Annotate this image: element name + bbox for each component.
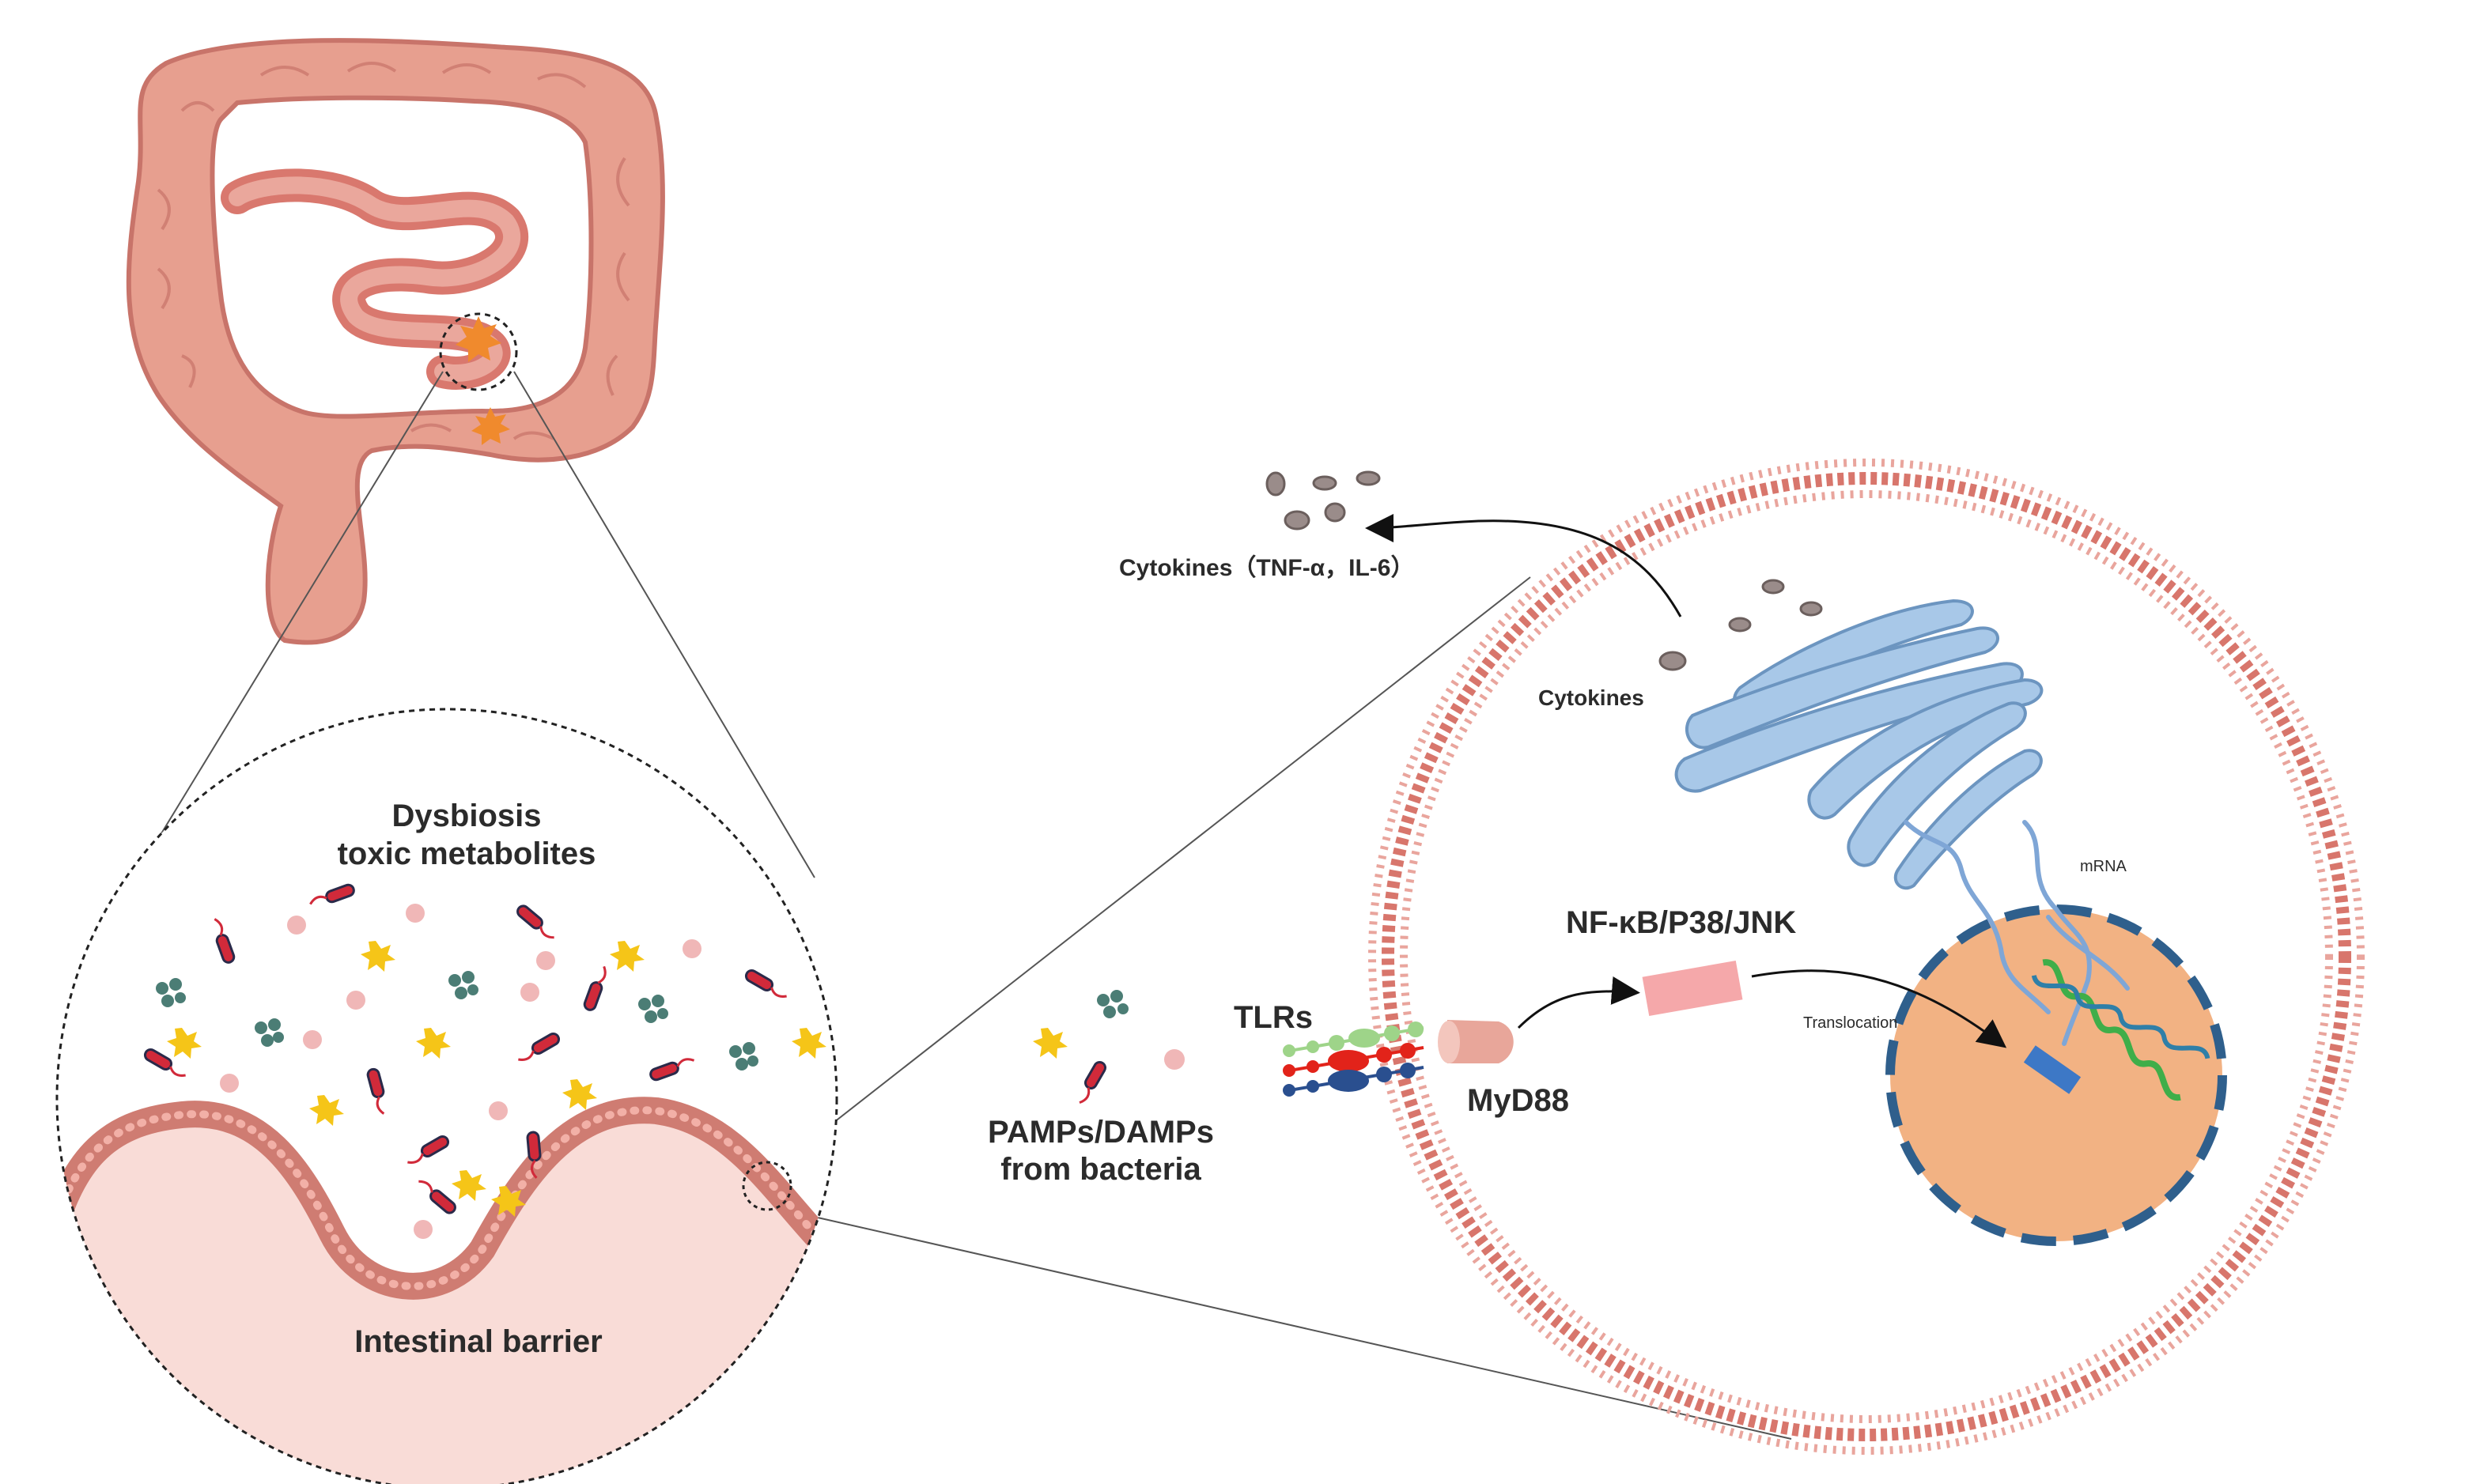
- golgi-apparatus: [1674, 599, 2044, 890]
- pink-particles: [220, 904, 701, 1239]
- nfkb-label: NF-κB/P38/JNK: [1566, 905, 1796, 940]
- outer-cytokines: [1265, 470, 1381, 531]
- zoom-source-circle: [439, 312, 518, 391]
- lesion-icon: [456, 316, 510, 445]
- intestinal-barrier-label: Intestinal barrier: [354, 1324, 602, 1359]
- pamps-label: PAMPs/DAMPs: [988, 1115, 1214, 1150]
- barrier-focus-circle: [742, 1161, 792, 1211]
- dna-helix: [2023, 959, 2210, 1101]
- cytokines-inner-label: Cytokines: [1538, 685, 1644, 710]
- myd88: MyD88: [1438, 1020, 1569, 1118]
- translocation-label: Translocation: [1803, 1014, 1897, 1032]
- mrna-strands: [1904, 820, 2130, 1046]
- tlr-receptors: TLRs: [1234, 1000, 1424, 1097]
- intestine-zoom: Dysbiosis toxic metabolites Intestinal b…: [55, 708, 838, 1484]
- cytokine-secretion-arrow: [1365, 513, 1682, 617]
- toxin-particles: [167, 941, 826, 1217]
- large-intestine: [126, 38, 665, 645]
- dysbiosis-label: Dysbiosis: [392, 799, 542, 833]
- bacteria-cluster: [143, 883, 787, 1214]
- myd88-label: MyD88: [1467, 1083, 1569, 1118]
- zoom-lines: [134, 371, 1792, 1440]
- mrna-label: mRNA: [2080, 858, 2127, 875]
- microbe-clusters: [156, 971, 758, 1071]
- from-bacteria-label: from bacteria: [1000, 1152, 1201, 1187]
- colon-illustration: [126, 38, 665, 645]
- zoom-circle-border: [55, 708, 838, 1484]
- toxic-metabolites-label: toxic metabolites: [338, 836, 596, 871]
- tlrs-label: TLRs: [1234, 1000, 1313, 1035]
- pamps-group: PAMPs/DAMPs from bacteria: [988, 990, 1214, 1187]
- inner-cytokines: [1658, 579, 1823, 671]
- nfkb-complex: NF-κB/P38/JNK: [1566, 905, 1796, 1017]
- cell: TLRs MyD88 NF-κB/P38/JNK Translocation m…: [1234, 459, 2365, 1455]
- translocation-arrow: [1751, 969, 2007, 1048]
- cytokines-outer-label: Cytokines（TNF-α，IL-6）: [1119, 554, 1414, 581]
- myd88-to-nfkb-arrow: [1517, 976, 1640, 1029]
